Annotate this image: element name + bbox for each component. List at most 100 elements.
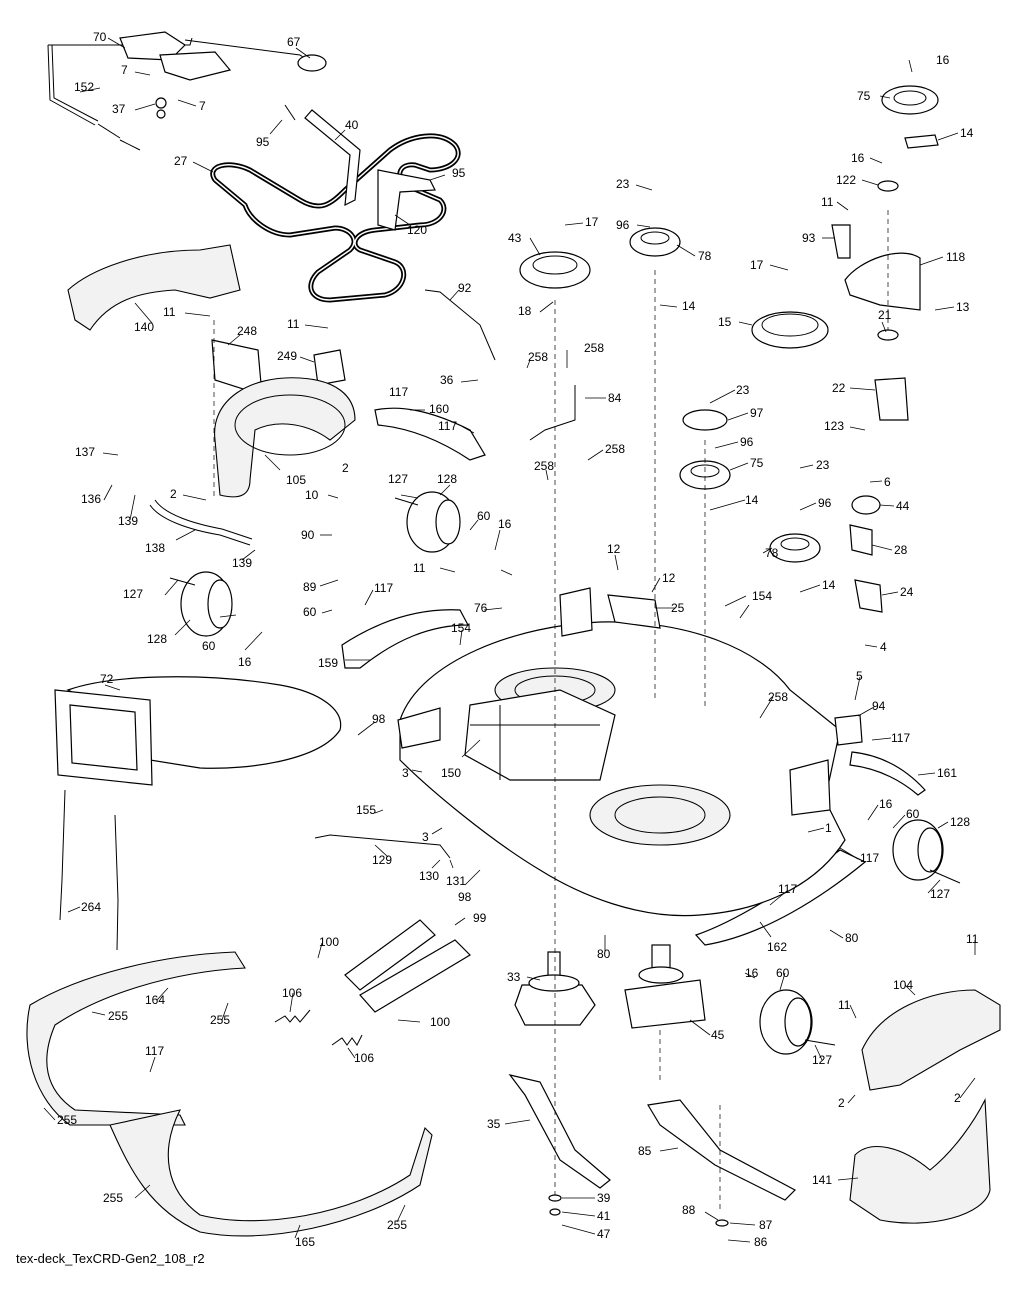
callout: 128	[147, 632, 167, 646]
callout: 23	[816, 458, 830, 472]
callout: 60	[303, 605, 317, 619]
callout: 90	[301, 528, 315, 542]
callout: 37	[112, 102, 126, 116]
callout: 136	[81, 492, 101, 506]
wheel-upper	[394, 491, 461, 553]
idler-bracket	[284, 104, 436, 231]
callout: 154	[451, 621, 471, 635]
callout: 154	[752, 589, 772, 603]
callout: 11	[838, 998, 851, 1012]
callout: 106	[354, 1051, 374, 1065]
callout: 23	[616, 177, 630, 191]
callout: 139	[118, 514, 138, 528]
callout: 11	[966, 932, 979, 946]
callout: 95	[452, 166, 466, 180]
bracket-94	[834, 714, 863, 746]
callout: 117	[145, 1044, 164, 1058]
callout: 2	[170, 487, 177, 501]
callout: 89	[303, 580, 317, 594]
callout: 129	[372, 853, 392, 867]
callout: 85	[638, 1144, 652, 1158]
callout: 258	[605, 442, 625, 456]
callout: 40	[345, 118, 359, 132]
callout: 14	[960, 126, 974, 140]
callout: 127	[123, 587, 143, 601]
drive-belt	[210, 133, 461, 303]
callout: 2	[342, 461, 349, 475]
washer-87	[715, 1219, 729, 1227]
hose-138-edge	[154, 499, 253, 540]
blade-85	[647, 1099, 796, 1201]
callout: 80	[597, 947, 611, 961]
callout: 161	[937, 766, 957, 780]
callout: 127	[930, 887, 950, 901]
callout: 255	[57, 1113, 77, 1127]
callout: 60	[477, 509, 491, 523]
callout: 88	[682, 1203, 696, 1217]
callout: 75	[750, 456, 764, 470]
callout: 139	[232, 556, 252, 570]
callout: 120	[407, 223, 427, 237]
callout-labels: 70 67 7 152 37 7 95 40 27 95 120 92 140 …	[57, 30, 979, 1249]
callout: 16	[498, 517, 512, 531]
callout: 117	[778, 882, 797, 896]
callout: 138	[145, 541, 165, 555]
callout: 255	[108, 1009, 128, 1023]
callout: 21	[878, 308, 892, 322]
callout: 44	[896, 499, 910, 513]
callout: 47	[597, 1227, 611, 1241]
rod-92	[424, 289, 496, 361]
pulley-15	[751, 311, 829, 349]
callout: 248	[237, 324, 257, 338]
callout: 96	[616, 218, 630, 232]
callout: 165	[295, 1235, 315, 1249]
spring-106b	[331, 1034, 363, 1046]
callout: 27	[174, 154, 188, 168]
bracket-22	[874, 377, 909, 421]
callout: 18	[518, 304, 532, 318]
callout: 17	[750, 258, 764, 272]
bracket-160	[374, 407, 486, 461]
callout: 14	[745, 493, 759, 507]
bumper-164	[26, 951, 246, 1126]
callout: 84	[608, 391, 622, 405]
callout: 15	[718, 315, 732, 329]
drawing-caption: tex-deck_TexCRD-Gen2_108_r2	[16, 1251, 205, 1266]
belt-cover-140	[67, 244, 241, 331]
callout: 16	[936, 53, 950, 67]
bracket-25	[607, 594, 661, 629]
spring-106a	[274, 1009, 311, 1023]
mower-deck	[397, 587, 846, 917]
bracket-24	[854, 579, 883, 613]
callout: 25	[671, 601, 685, 615]
idler-arm-118	[844, 252, 921, 311]
callout: 150	[441, 766, 461, 780]
callout: 141	[812, 1173, 832, 1187]
callout: 127	[388, 472, 408, 486]
callout: 60	[776, 966, 790, 980]
callout: 2	[838, 1096, 845, 1110]
callout: 117	[891, 731, 910, 745]
callout: 13	[956, 300, 970, 314]
callout: 36	[440, 373, 454, 387]
pulley-78-mid	[769, 533, 821, 563]
callout: 16	[851, 151, 865, 165]
callout: 117	[860, 851, 879, 865]
discharge-chute	[54, 676, 342, 786]
bracket-161	[849, 751, 926, 796]
callout: 97	[750, 406, 764, 420]
callout: 152	[74, 80, 94, 94]
callout: 11	[821, 195, 834, 209]
callout: 95	[256, 135, 270, 149]
bracket-93	[831, 224, 851, 259]
callout: 255	[387, 1218, 407, 1232]
callout: 16	[745, 966, 759, 980]
callout: 35	[487, 1117, 501, 1131]
bracket-162	[694, 849, 867, 946]
lift-linkage	[47, 31, 327, 151]
plate-249	[313, 349, 346, 386]
callout: 122	[836, 173, 856, 187]
callout: 255	[103, 1191, 123, 1205]
callout: 128	[437, 472, 457, 486]
